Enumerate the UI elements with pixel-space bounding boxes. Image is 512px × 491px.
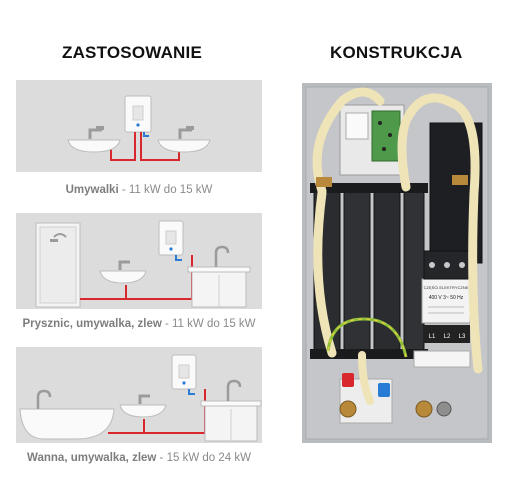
- control-board-icon: [339, 104, 405, 176]
- washbasin-icon: [99, 260, 147, 284]
- bathtub-icon: [19, 389, 115, 440]
- blue-connector: [378, 383, 390, 397]
- illustration-washbasins: [16, 80, 262, 172]
- terminal-label-l1: L1: [429, 334, 436, 340]
- caption-bathtub-washbasin-sink: Wanna, umywalka, zlew - 15 kW do 24 kW: [27, 452, 251, 464]
- shower-cabin-icon: [35, 222, 81, 308]
- illustration-shower-washbasin-sink: [16, 213, 262, 309]
- water-heater-icon: [158, 220, 184, 256]
- kitchen-sink-icon: [187, 245, 251, 308]
- water-heater-icon: [171, 354, 197, 390]
- heading-construction: KONSTRUKCJA: [330, 43, 463, 62]
- caption-washbasins: Umywalki - 11 kW do 15 kW: [65, 184, 213, 196]
- water-hose-icon: [312, 87, 483, 405]
- rating-plate: CZĘŚĆI ELEKTRYCZNE 400 V 3~ 50 Hz: [421, 278, 471, 324]
- washbasin-icon: [119, 394, 167, 418]
- svg-text:400 V 3~ 50 Hz: 400 V 3~ 50 Hz: [429, 295, 464, 301]
- caption-shower-washbasin-sink: Prysznic, umywalka, zlew - 11 kW do 15 k…: [22, 318, 256, 330]
- heading-application: ZASTOSOWANIE: [62, 43, 202, 62]
- terminal-label-l3: L3: [459, 334, 466, 340]
- svg-text:CZĘŚĆI ELEKTRYCZNE: CZĘŚĆI ELEKTRYCZNE: [424, 285, 469, 290]
- terminal-block-icon: L1 L2 L3: [423, 250, 471, 343]
- kitchen-sink-icon: [200, 379, 262, 442]
- water-heater-icon: [124, 95, 152, 133]
- washbasin-right-icon: [157, 126, 211, 153]
- washbasin-left-icon: [67, 126, 121, 153]
- heater-construction-photo: CZĘŚĆI ELEKTRYCZNE 400 V 3~ 50 Hz L1 L2 …: [302, 83, 492, 443]
- brass-fitting-icon: [316, 175, 468, 418]
- terminal-label-l2: L2: [444, 334, 451, 340]
- illustration-bathtub-washbasin-sink: [16, 347, 262, 443]
- red-connector: [342, 373, 354, 387]
